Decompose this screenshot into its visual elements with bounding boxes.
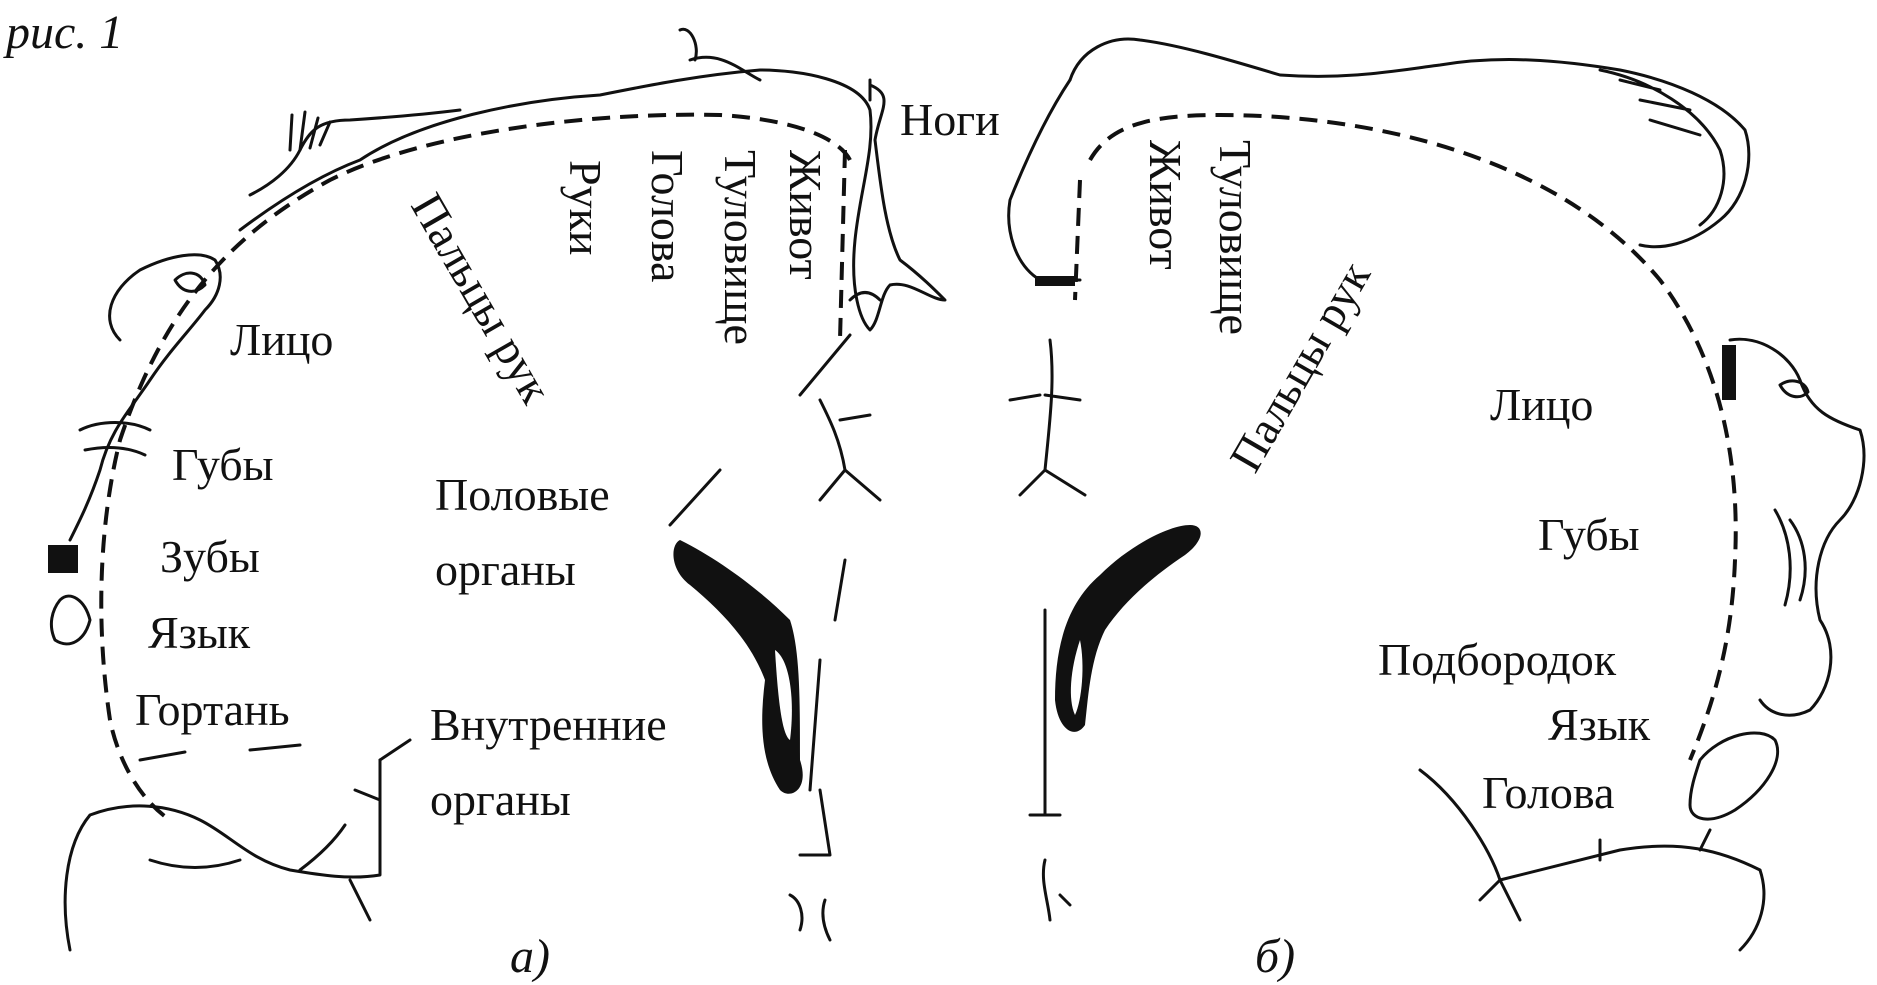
- panel-a-fingers: [290, 112, 330, 150]
- panel-a: Лицо Губы Зубы Язык Гортань Пальцы рук Р…: [48, 29, 1000, 983]
- label-tongue-a: Язык: [148, 607, 251, 658]
- panel-a-gyrus-line: [150, 740, 410, 920]
- panel-a-face: [70, 255, 220, 540]
- panel-a-cortex-vertical: [840, 150, 845, 340]
- panel-b: Туловище Живот Пальцы рук Лицо Губы Подб…: [1009, 39, 1864, 983]
- panel-b-tongue: [1690, 733, 1778, 819]
- panel-a-arm: [250, 110, 460, 195]
- label-hands-a: Руки: [560, 160, 611, 256]
- label-fingers-a: Пальцы рук: [401, 185, 562, 413]
- label-abdomen-a: Живот: [780, 150, 831, 280]
- label-genitals-a-1: Половые: [435, 469, 610, 520]
- label-face-b: Лицо: [1490, 379, 1593, 430]
- label-trunk-b: Туловище: [1210, 140, 1261, 335]
- panel-a-leader-genitals: [670, 470, 720, 525]
- label-lips-b: Губы: [1538, 509, 1640, 560]
- label-lips-a: Губы: [172, 439, 274, 490]
- label-head-a: Голова: [642, 150, 693, 282]
- label-abdomen-b: Живот: [1140, 140, 1191, 270]
- panel-a-sulcus-1: [820, 400, 880, 500]
- label-head-b: Голова: [1482, 767, 1614, 818]
- panel-b-lips: [1775, 510, 1805, 605]
- panel-a-teeth: [48, 545, 78, 573]
- panel-a-tongue: [51, 596, 90, 644]
- label-internal-a-1: Внутренние: [430, 699, 667, 750]
- label-chin-b: Подбородок: [1378, 634, 1617, 685]
- panel-b-cortex-vertical: [1075, 180, 1080, 300]
- figure-caption: рис. 1: [3, 6, 123, 59]
- label-genitals-a-2: органы: [435, 544, 576, 595]
- panel-a-leader-larynx: [140, 745, 300, 760]
- panel-b-ear-mark: [1722, 345, 1736, 400]
- panel-b-caption: б): [1255, 930, 1295, 983]
- panel-b-leg: [1009, 80, 1080, 280]
- label-face-a: Лицо: [230, 314, 333, 365]
- panel-b-sulcus-1: [1010, 340, 1085, 495]
- label-trunk-a: Туловище: [715, 150, 766, 345]
- panel-b-foot-mark: [1035, 276, 1075, 286]
- label-teeth-a: Зубы: [160, 531, 260, 582]
- panel-a-caption: а): [510, 930, 550, 983]
- panel-b-hand: [1600, 70, 1724, 225]
- panel-a-lips: [80, 423, 150, 456]
- panel-a-leader-abdomen: [800, 335, 850, 395]
- label-internal-a-2: органы: [430, 774, 571, 825]
- label-legs-a: Ноги: [900, 94, 1000, 145]
- panel-a-brain-outline: [65, 760, 380, 950]
- panel-a-sulcus-2: [835, 560, 845, 620]
- label-tongue-b: Язык: [1548, 699, 1651, 750]
- label-larynx-a: Гортань: [135, 684, 290, 735]
